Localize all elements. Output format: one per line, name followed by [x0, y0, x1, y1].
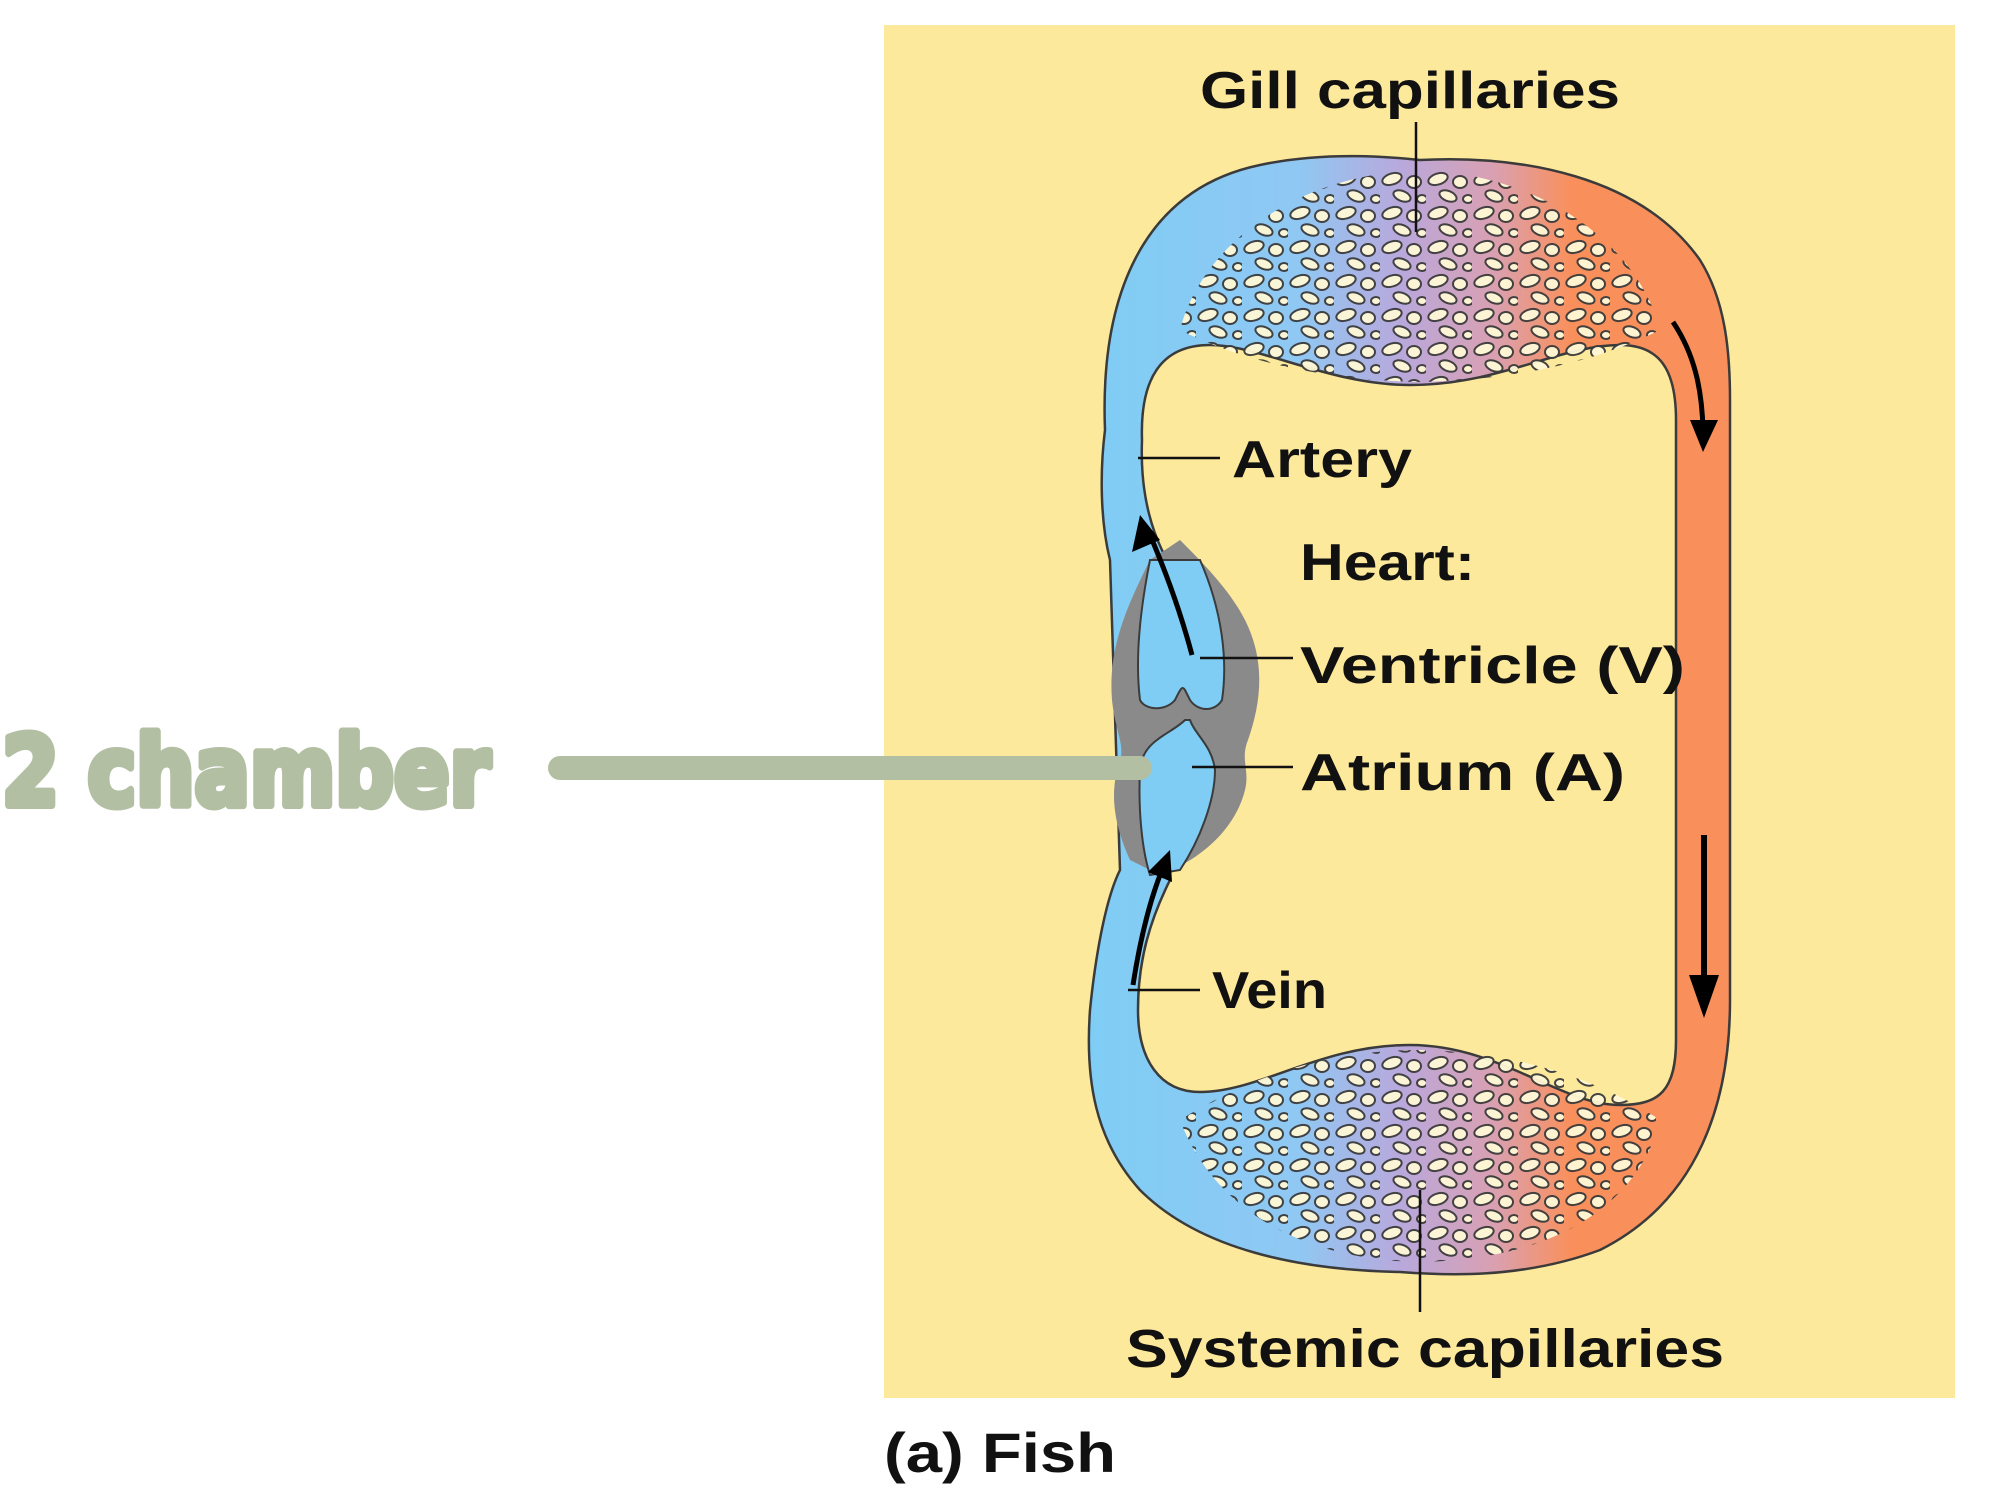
label-vein: Vein [1212, 962, 1327, 1020]
arrowhead-up [1132, 515, 1160, 552]
label-ventricle: Ventricle (V) [1300, 637, 1685, 695]
arrow-vein-to-atrium [1130, 869, 1165, 986]
label-heart-heading: Heart: [1300, 534, 1475, 592]
systemic-capillary-bed [1180, 1050, 1660, 1262]
flow-arrows [1130, 320, 1719, 1018]
arrowhead-up [1148, 850, 1172, 882]
label-systemic-capillaries: Systemic capillaries [1126, 1319, 1724, 1379]
arrow-gill-to-body-top [1670, 320, 1706, 431]
label-atrium: Atrium (A) [1300, 744, 1625, 802]
gill-capillary-bed [1180, 170, 1660, 382]
label-artery: Artery [1232, 431, 1412, 489]
arrow-ventricle-to-artery [1147, 534, 1195, 656]
handwritten-annotation: 2 chamber [0, 712, 1152, 832]
arrowhead-down [1689, 975, 1719, 1018]
label-gill-capillaries: Gill capillaries [1200, 62, 1620, 120]
arrowhead-down [1690, 420, 1718, 452]
annotation-text: 2 chamber [2, 716, 491, 828]
panel-caption: (a) Fish [884, 1421, 1116, 1484]
heart [1111, 540, 1260, 877]
ventricle-chamber [1137, 559, 1226, 710]
circulatory-loop [1087, 154, 1732, 1276]
leader-lines [1128, 122, 1422, 1312]
